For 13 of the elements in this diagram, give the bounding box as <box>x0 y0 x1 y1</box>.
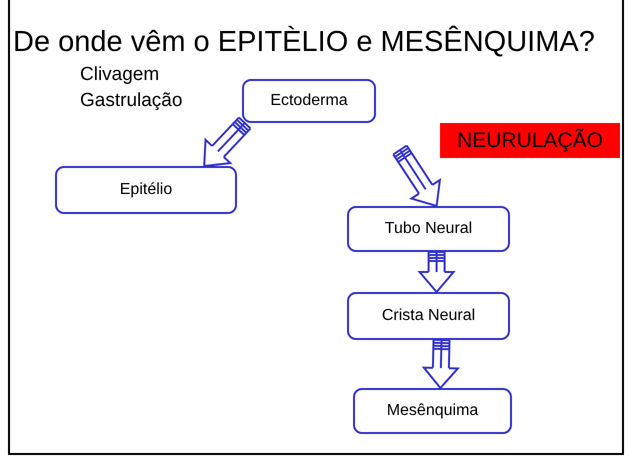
block-arrow <box>418 251 455 293</box>
title: De onde vêm o EPITÈLIO e MESÊNQUIMA? <box>13 26 595 59</box>
step-label: Clivagem <box>80 64 160 86</box>
block-arrow <box>392 144 441 207</box>
process-box: Mesênquima <box>353 388 512 434</box>
block-arrow <box>203 116 252 167</box>
process-box: Tubo Neural <box>347 206 510 252</box>
process-box: Epitélio <box>55 166 237 214</box>
step-label: Gastrulação <box>80 90 182 112</box>
highlight-band: NEURULAÇÃO <box>440 123 620 158</box>
process-box: Crista Neural <box>347 292 510 340</box>
block-arrow <box>422 338 459 389</box>
process-box: Ectoderma <box>242 79 376 123</box>
